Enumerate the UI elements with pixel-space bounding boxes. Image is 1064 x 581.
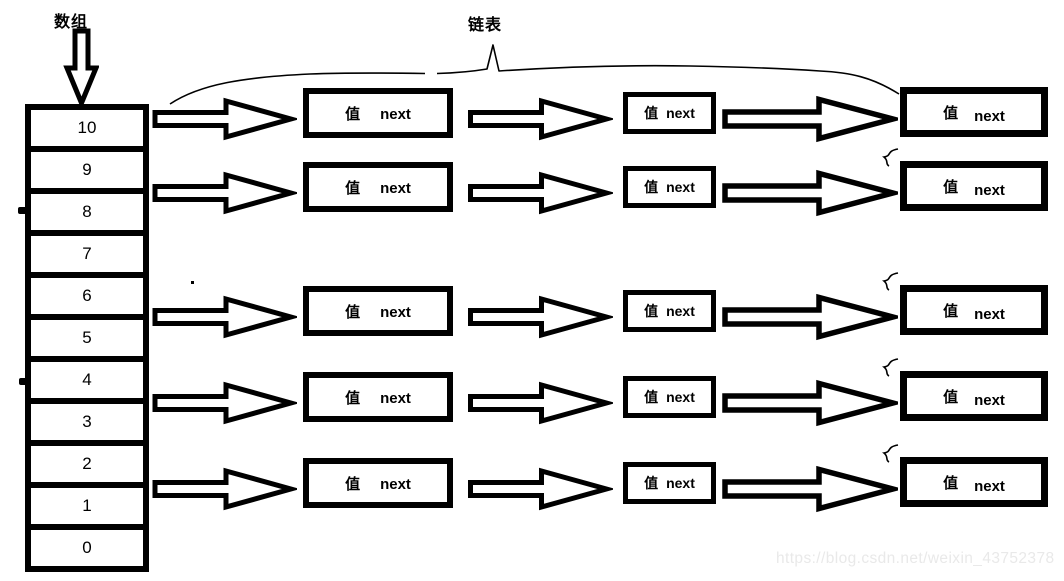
linked-list-row-5: 值 next 值 next 值 next [0, 272, 1064, 343]
node-value-label: 值 [644, 389, 659, 405]
node-value-label: 值 [943, 388, 959, 406]
linked-list-brace [169, 44, 900, 105]
squiggle-mark [882, 148, 899, 167]
node-value-label: 值 [345, 475, 361, 493]
node-value-label: 值 [345, 105, 361, 123]
linked-list-row-8: 值 next 值 next 值 next [0, 148, 1064, 219]
node-next-label: next [666, 389, 695, 405]
node-value-label: 值 [345, 303, 361, 321]
node-next-label: next [380, 390, 411, 407]
linked-list-row-10: 值 next 值 next 值 next [0, 87, 1064, 145]
array-cell: 10 [31, 110, 143, 152]
node-value-label: 值 [943, 178, 959, 196]
array-to-node-arrow-icon [152, 171, 297, 215]
node-value-label: 值 [345, 179, 361, 197]
node-value-label: 值 [644, 179, 659, 195]
node-box: 值 next [900, 87, 1048, 137]
node-link-arrow-icon [468, 467, 613, 511]
node-box: 值 next [623, 92, 716, 134]
node-next-label: next [666, 179, 695, 195]
array-cell: 3 [31, 404, 143, 446]
node-link-arrow-long-icon [722, 293, 898, 341]
node-box: 值 next [303, 162, 453, 212]
squiggle-mark [882, 444, 899, 463]
node-link-arrow-long-icon [722, 465, 898, 513]
array-cell: 8 [31, 194, 143, 236]
linked-list-row-1: 值 next 值 next 值 next [0, 444, 1064, 515]
node-box: 值 next [900, 161, 1048, 211]
node-value-label: 值 [644, 475, 659, 491]
node-value-label: 值 [345, 389, 361, 407]
node-value-label: 值 [943, 104, 959, 122]
node-next-label: next [666, 105, 695, 121]
node-next-label: next [380, 304, 411, 321]
node-box: 值 next [900, 285, 1048, 335]
array-cell: 7 [31, 236, 143, 278]
array-cell: 0 [31, 530, 143, 566]
node-next-label: next [666, 475, 695, 491]
node-value-label: 值 [644, 303, 659, 319]
node-link-arrow-icon [468, 381, 613, 425]
rail-tick-mark [19, 378, 30, 385]
squiggle-mark [882, 358, 899, 377]
array-cell: 1 [31, 488, 143, 530]
node-box: 值 next [623, 376, 716, 418]
array-title: 数组 [54, 14, 89, 31]
array-to-node-arrow-icon [152, 467, 297, 511]
node-link-arrow-long-icon [722, 379, 898, 427]
down-arrow-icon [63, 28, 99, 106]
linked-list-row-3: 值 next 值 next 值 next [0, 358, 1064, 429]
array-cell: 4 [31, 362, 143, 404]
node-next-label: next [974, 305, 1005, 323]
node-box: 值 next [623, 166, 716, 208]
node-box: 值 next [303, 286, 453, 336]
array-to-node-arrow-icon [152, 97, 297, 141]
node-link-arrow-long-icon [722, 95, 898, 143]
array-cell: 2 [31, 446, 143, 488]
node-next-label: next [380, 106, 411, 123]
node-box: 值 next [900, 457, 1048, 507]
node-box: 值 next [303, 372, 453, 422]
array-cell: 6 [31, 278, 143, 320]
node-box: 值 next [900, 371, 1048, 421]
node-next-label: next [974, 391, 1005, 409]
rail-tick-mark [18, 207, 29, 214]
node-box: 值 next [623, 290, 716, 332]
array-cell: 5 [31, 320, 143, 362]
node-value-label: 值 [943, 474, 959, 492]
node-box: 值 next [623, 462, 716, 504]
linked-list-title: 链表 [468, 17, 503, 34]
node-link-arrow-icon [468, 97, 613, 141]
node-next-label: next [974, 477, 1005, 495]
array-to-node-arrow-icon [152, 381, 297, 425]
squiggle-mark [882, 272, 899, 291]
node-box: 值 next [303, 458, 453, 508]
array-to-node-arrow-icon [152, 295, 297, 339]
node-next-label: next [380, 180, 411, 197]
node-link-arrow-long-icon [722, 169, 898, 217]
node-box: 值 next [303, 88, 453, 138]
stray-dot-mark [191, 281, 194, 284]
node-value-label: 值 [644, 105, 659, 121]
node-link-arrow-icon [468, 171, 613, 215]
node-next-label: next [380, 476, 411, 493]
node-next-label: next [666, 303, 695, 319]
node-link-arrow-icon [468, 295, 613, 339]
array-cell: 9 [31, 152, 143, 194]
node-next-label: next [974, 107, 1005, 125]
node-value-label: 值 [943, 302, 959, 320]
node-next-label: next [974, 181, 1005, 199]
watermark-text: https://blog.csdn.net/weixin_43752378 [776, 550, 1055, 567]
